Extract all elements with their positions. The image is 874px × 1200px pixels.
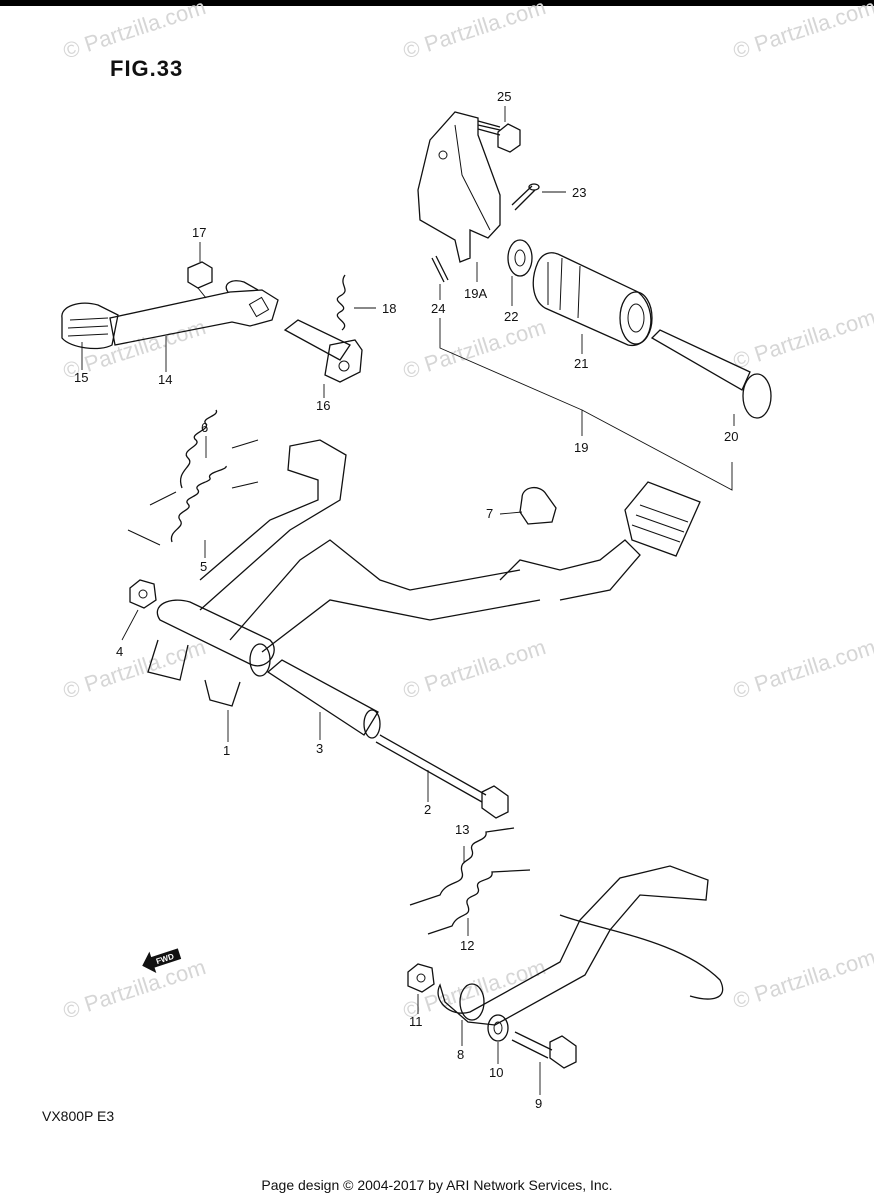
callout-13: 13: [455, 822, 469, 837]
footrest-bracket-19a[interactable]: [417, 111, 501, 263]
page-footer: Page design © 2004-2017 by ARI Network S…: [261, 1177, 613, 1193]
center-stand-1[interactable]: [147, 439, 641, 707]
callout-16: 16: [316, 398, 330, 413]
figure-title: FIG.33: [110, 56, 184, 81]
callout-17: 17: [192, 225, 206, 240]
callout-labels: 1 2 3 4 5 6 7 8 9 10 11 12 13 14 15 16 1…: [74, 89, 738, 1111]
callout-3: 3: [316, 741, 323, 756]
cotter-pin-24[interactable]: [431, 255, 449, 283]
springs-12-13[interactable]: [409, 827, 531, 935]
callout-12: 12: [460, 938, 474, 953]
washer-22[interactable]: [507, 239, 533, 277]
callout-4: 4: [116, 644, 123, 659]
footrest-rubber-21[interactable]: [532, 252, 653, 346]
shaft-16[interactable]: [283, 319, 363, 383]
callout-20: 20: [724, 429, 738, 444]
callout-19: 19: [574, 440, 588, 455]
cap-7[interactable]: [519, 487, 557, 525]
callout-18: 18: [382, 301, 396, 316]
callout-8: 8: [457, 1047, 464, 1062]
footrest-shaft-20[interactable]: [650, 329, 772, 419]
callout-21: 21: [574, 356, 588, 371]
callout-25: 25: [497, 89, 511, 104]
stand-pedal-pad[interactable]: [624, 481, 701, 557]
callout-14: 14: [158, 372, 172, 387]
callout-2: 2: [424, 802, 431, 817]
bolt-2[interactable]: [375, 734, 509, 819]
callout-5: 5: [200, 559, 207, 574]
callout-1: 1: [223, 743, 230, 758]
model-code: VX800P E3: [42, 1108, 115, 1124]
callout-9: 9: [535, 1096, 542, 1111]
pipe-3[interactable]: [266, 659, 381, 739]
callout-24: 24: [431, 301, 445, 316]
nut-11[interactable]: [407, 963, 435, 993]
callout-7: 7: [486, 506, 493, 521]
top-border: [0, 0, 874, 6]
washer-10[interactable]: [487, 1014, 509, 1042]
callout-19a: 19A: [464, 286, 487, 301]
callout-10: 10: [489, 1065, 503, 1080]
callout-15: 15: [74, 370, 88, 385]
shift-pedal-rubber-15[interactable]: [61, 302, 119, 350]
nut-4[interactable]: [129, 579, 157, 609]
callout-23: 23: [572, 185, 586, 200]
spring-18[interactable]: [336, 274, 346, 331]
bolt-25[interactable]: [477, 120, 521, 153]
bolt-17[interactable]: [187, 261, 213, 299]
shift-lever-14[interactable]: [109, 280, 279, 346]
side-stand-8[interactable]: [437, 865, 724, 1026]
springs-5-6[interactable]: [127, 409, 259, 546]
callout-6: 6: [201, 420, 208, 435]
fwd-arrow-icon: FWD: [142, 948, 182, 973]
bolt-9[interactable]: [511, 1031, 577, 1069]
callout-22: 22: [504, 309, 518, 324]
callout-11: 11: [409, 1014, 423, 1029]
pin-23[interactable]: [511, 183, 540, 211]
leader-lines: [81, 106, 735, 1095]
